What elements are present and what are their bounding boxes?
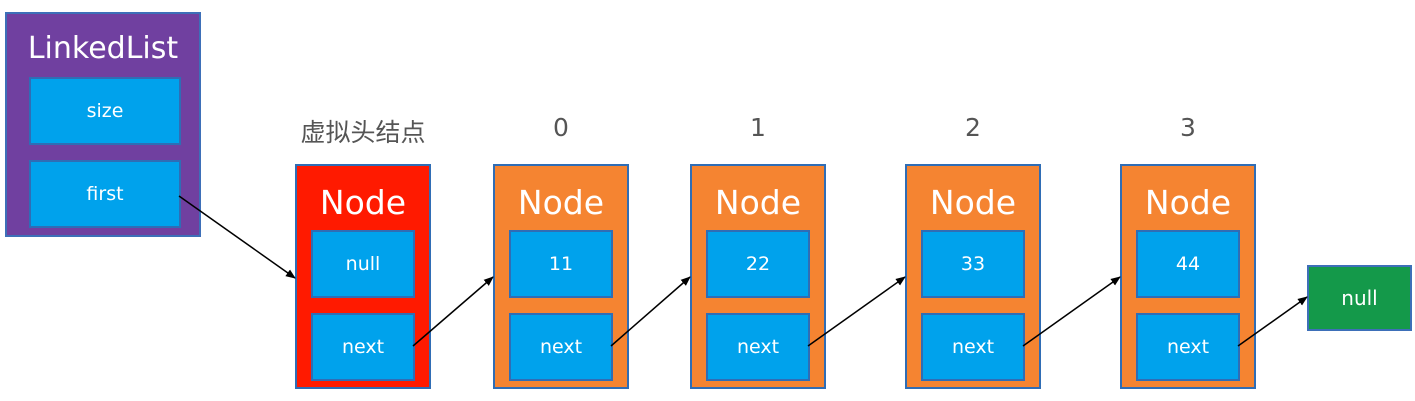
node-3: Node 44 next (1120, 164, 1256, 389)
node-next: next (1136, 313, 1240, 381)
arrow-1-to-2 (807, 276, 906, 347)
arrow-2-to-3 (1022, 276, 1121, 347)
node-value: 22 (706, 230, 810, 298)
node-0: Node 11 next (493, 164, 629, 389)
node-next: next (509, 313, 613, 381)
linkedlist-box: LinkedList size first (5, 12, 201, 237)
null-terminal: null (1307, 265, 1412, 331)
node-next: next (706, 313, 810, 381)
arrow-0-to-1 (610, 276, 691, 347)
dummy-head-node: Node null next (295, 164, 431, 389)
index-label-0: 0 (553, 113, 569, 142)
node-value: 11 (509, 230, 613, 298)
arrow-head-to-0 (412, 276, 494, 347)
node-title: Node (319, 183, 407, 222)
dummy-head-label: 虚拟头结点 (300, 118, 426, 147)
node-next: next (921, 313, 1025, 381)
node-1: Node 22 next (690, 164, 826, 389)
node-title: Node (517, 183, 605, 222)
arrow-3-to-null (1237, 296, 1308, 347)
node-title: Node (1144, 183, 1232, 222)
node-title: Node (714, 183, 802, 222)
index-label-3: 3 (1180, 113, 1196, 142)
size-field: size (29, 77, 181, 145)
arrow-first-to-head (178, 195, 296, 279)
node-value: 33 (921, 230, 1025, 298)
linkedlist-title: LinkedList (27, 31, 179, 66)
node-title: Node (929, 183, 1017, 222)
node-next: next (311, 313, 415, 381)
index-label-1: 1 (750, 113, 766, 142)
first-field: first (29, 160, 181, 228)
node-2: Node 33 next (905, 164, 1041, 389)
node-value: null (311, 230, 415, 298)
index-label-2: 2 (965, 113, 981, 142)
node-value: 44 (1136, 230, 1240, 298)
